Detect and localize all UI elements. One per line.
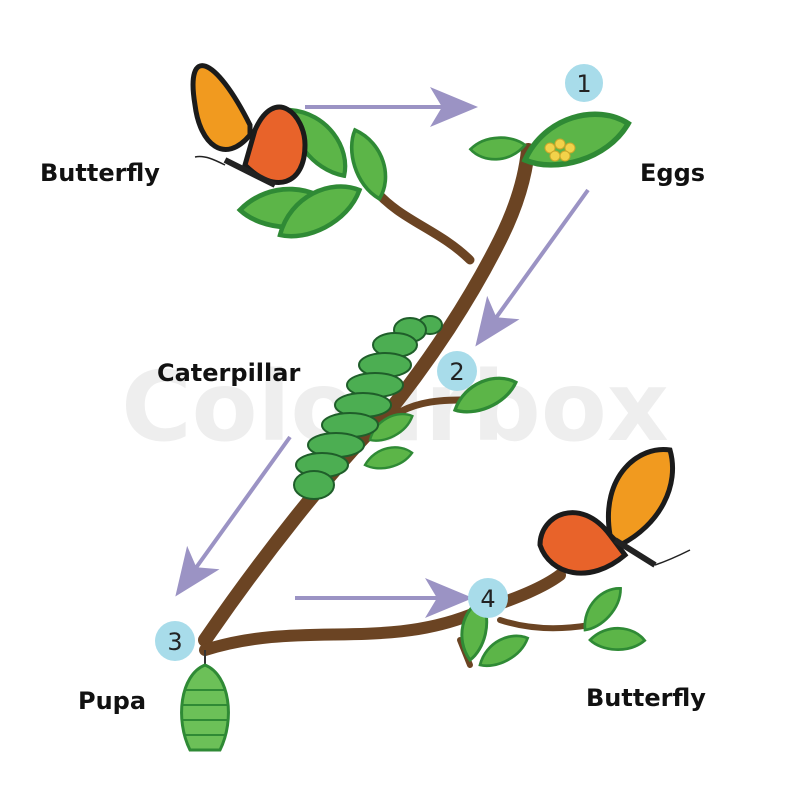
svg-text:4: 4 <box>480 585 495 613</box>
svg-text:3: 3 <box>167 628 182 656</box>
label-butterfly-end: Butterfly <box>586 684 706 712</box>
stage-number-2: 2 <box>437 351 477 391</box>
arrow-eggs-to-caterpillar <box>475 188 590 347</box>
stage-number-3: 3 <box>155 621 195 661</box>
butterfly-icon <box>190 63 308 188</box>
arrow-caterpillar-to-pupa <box>175 435 292 597</box>
svg-text:2: 2 <box>449 358 464 386</box>
svg-text:1: 1 <box>576 70 591 98</box>
stage-number-1: 1 <box>563 62 605 104</box>
label-caterpillar: Caterpillar <box>157 359 300 387</box>
cycle-arrows <box>175 87 590 618</box>
label-pupa: Pupa <box>78 687 146 715</box>
butterfly-icon <box>537 446 691 576</box>
caterpillar <box>293 315 443 500</box>
label-eggs: Eggs <box>640 159 705 187</box>
pupa <box>180 650 230 752</box>
stage-number-4: 4 <box>468 578 508 618</box>
branch <box>198 143 593 668</box>
eggs-cluster <box>544 138 576 162</box>
label-butterfly-start: Butterfly <box>40 159 160 187</box>
